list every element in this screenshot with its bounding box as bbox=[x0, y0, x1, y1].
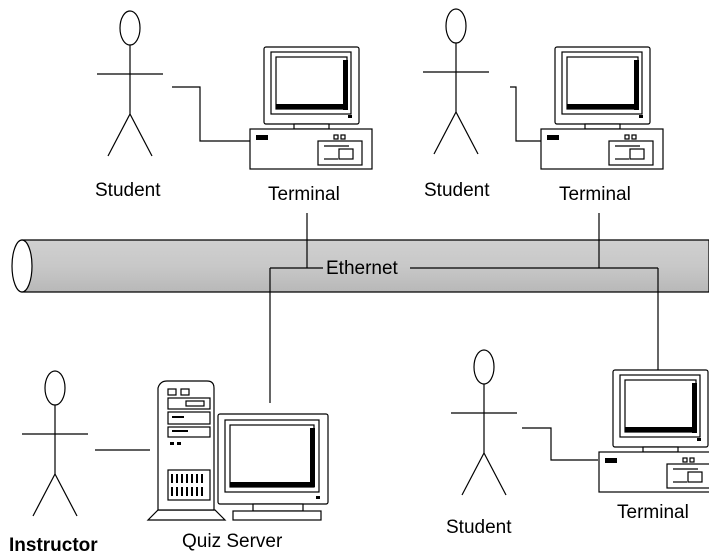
student-3-figure bbox=[450, 349, 518, 496]
terminal-3-computer bbox=[598, 369, 709, 493]
connection-lines bbox=[95, 86, 659, 461]
terminal-2-computer bbox=[540, 46, 664, 170]
student-3-label: Student bbox=[446, 517, 512, 538]
terminal-2-label: Terminal bbox=[559, 184, 631, 205]
terminal-3-label: Terminal bbox=[617, 502, 689, 523]
terminal-1-label: Terminal bbox=[268, 184, 340, 205]
quiz-server-label: Quiz Server bbox=[182, 531, 283, 552]
ethernet-bus bbox=[11, 239, 709, 293]
instructor-figure bbox=[21, 370, 89, 517]
student-1-figure bbox=[96, 10, 164, 157]
student-1-label: Student bbox=[95, 180, 161, 201]
ethernet-label: Ethernet bbox=[326, 258, 398, 279]
quiz-server-tower bbox=[146, 380, 227, 521]
student-2-label: Student bbox=[424, 180, 490, 201]
terminal-1-computer bbox=[249, 46, 373, 170]
student-2-figure bbox=[422, 8, 490, 155]
quiz-server-monitor bbox=[217, 413, 329, 521]
instructor-label: Instructor bbox=[9, 535, 98, 556]
